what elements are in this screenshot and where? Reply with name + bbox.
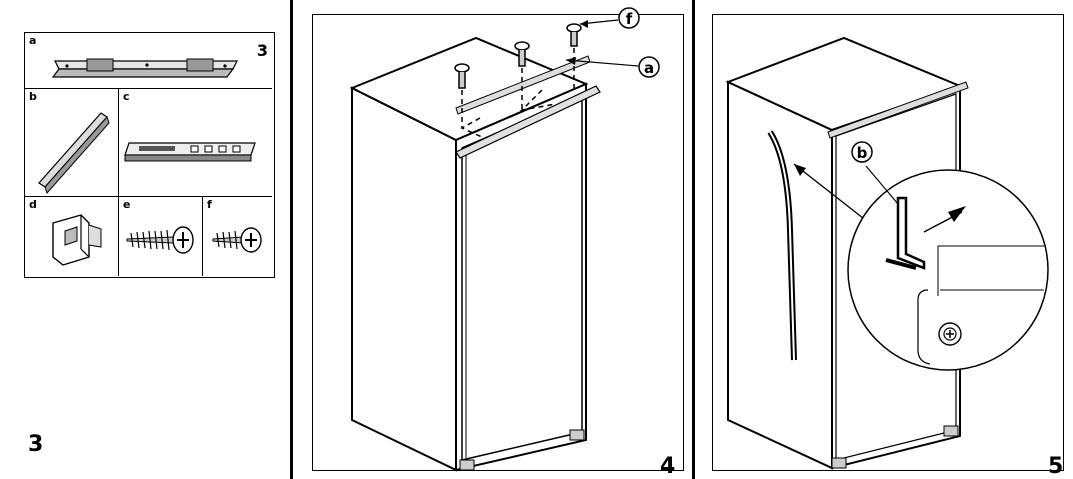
figure-number-3: 3 bbox=[28, 432, 44, 457]
parts-grid: a 3 b c bbox=[24, 32, 275, 278]
part-b-cell: b bbox=[25, 89, 119, 197]
pan-head-screw-drawing bbox=[212, 227, 262, 253]
figure-number-5: 5 bbox=[1048, 454, 1064, 479]
callout-b-label: b bbox=[857, 144, 868, 162]
part-f-cell: f bbox=[203, 197, 272, 276]
part-e-label: e bbox=[123, 198, 131, 211]
countersunk-screw-drawing bbox=[126, 226, 194, 254]
part-a-quantity: 3 bbox=[256, 41, 268, 60]
part-a-cell: a 3 bbox=[25, 33, 272, 89]
fridge-top-install-drawing: f a bbox=[349, 7, 660, 472]
frame-border bbox=[312, 14, 684, 471]
callout-a-label: a bbox=[644, 59, 654, 77]
fridge-side-rail-drawing: b bbox=[725, 36, 1049, 470]
part-d-label: d bbox=[29, 198, 37, 211]
frame-border bbox=[712, 14, 1064, 471]
clip-drawing bbox=[52, 214, 102, 266]
hinge-bracket-drawing bbox=[51, 58, 238, 78]
part-b-label: b bbox=[29, 90, 37, 103]
part-f-label: f bbox=[207, 198, 212, 211]
parts-panel: a 3 b c bbox=[0, 0, 293, 479]
part-e-cell: e bbox=[119, 197, 203, 276]
rail-install-panel: b 5 bbox=[698, 0, 1073, 479]
hinge-install-panel: f a 4 bbox=[296, 0, 695, 479]
rail-drawing bbox=[38, 112, 110, 194]
part-d-cell: d bbox=[25, 197, 119, 276]
callout-f-label: f bbox=[626, 10, 633, 28]
figure-number-4: 4 bbox=[660, 454, 676, 479]
part-c-label: c bbox=[123, 90, 130, 103]
slide-plate-drawing bbox=[124, 142, 256, 162]
part-c-cell: c bbox=[119, 89, 272, 197]
part-a-label: a bbox=[29, 34, 37, 47]
